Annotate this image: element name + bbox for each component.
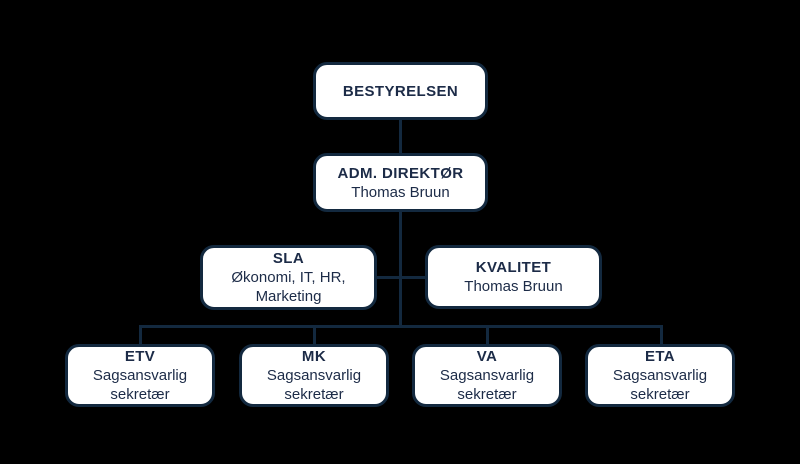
node-subtitle: Thomas Bruun [464,278,563,295]
org-node-sla: SLA Økonomi, IT, HR, Marketing [200,245,377,310]
org-node-adm-direktor: ADM. DIREKTØR Thomas Bruun [313,153,488,212]
node-subtitle-line2: sekretær [630,386,690,403]
node-subtitle-line1: Sagsansvarlig [92,367,188,384]
node-subtitle-line2: sekretær [457,386,517,403]
node-title: ETA [644,348,676,365]
connector-ceo-down [399,212,402,328]
org-node-va: VA Sagsansvarlig sekretær [412,344,562,407]
org-node-bestyrelsen: BESTYRELSEN [313,62,488,120]
connector-board-ceo [399,120,402,153]
node-title: ETV [124,348,156,365]
node-subtitle-line2: sekretær [284,386,344,403]
org-node-etv: ETV Sagsansvarlig sekretær [65,344,215,407]
connector-drop-eta [660,325,663,344]
node-title: MK [301,348,327,365]
node-subtitle: Thomas Bruun [351,183,450,201]
connector-drop-etv [139,325,142,344]
node-title: ADM. DIREKTØR [337,164,464,182]
org-node-mk: MK Sagsansvarlig sekretær [239,344,389,407]
org-node-eta: ETA Sagsansvarlig sekretær [585,344,735,407]
node-subtitle-line2: Marketing [255,288,322,305]
org-node-kvalitet: KVALITET Thomas Bruun [425,245,602,309]
node-subtitle-line2: sekretær [110,386,170,403]
node-title: BESTYRELSEN [342,82,459,100]
node-subtitle-line1: Sagsansvarlig [439,367,535,384]
node-title: KVALITET [475,259,552,276]
connector-sla-kvalitet [377,276,425,279]
node-subtitle-line1: Økonomi, IT, HR, [231,269,346,286]
connector-drop-va [486,325,489,344]
connector-distribution-bar [139,325,663,328]
node-title: VA [476,348,498,365]
node-title: SLA [272,250,305,267]
connector-drop-mk [313,325,316,344]
node-subtitle-line1: Sagsansvarlig [266,367,362,384]
node-subtitle-line1: Sagsansvarlig [612,367,708,384]
